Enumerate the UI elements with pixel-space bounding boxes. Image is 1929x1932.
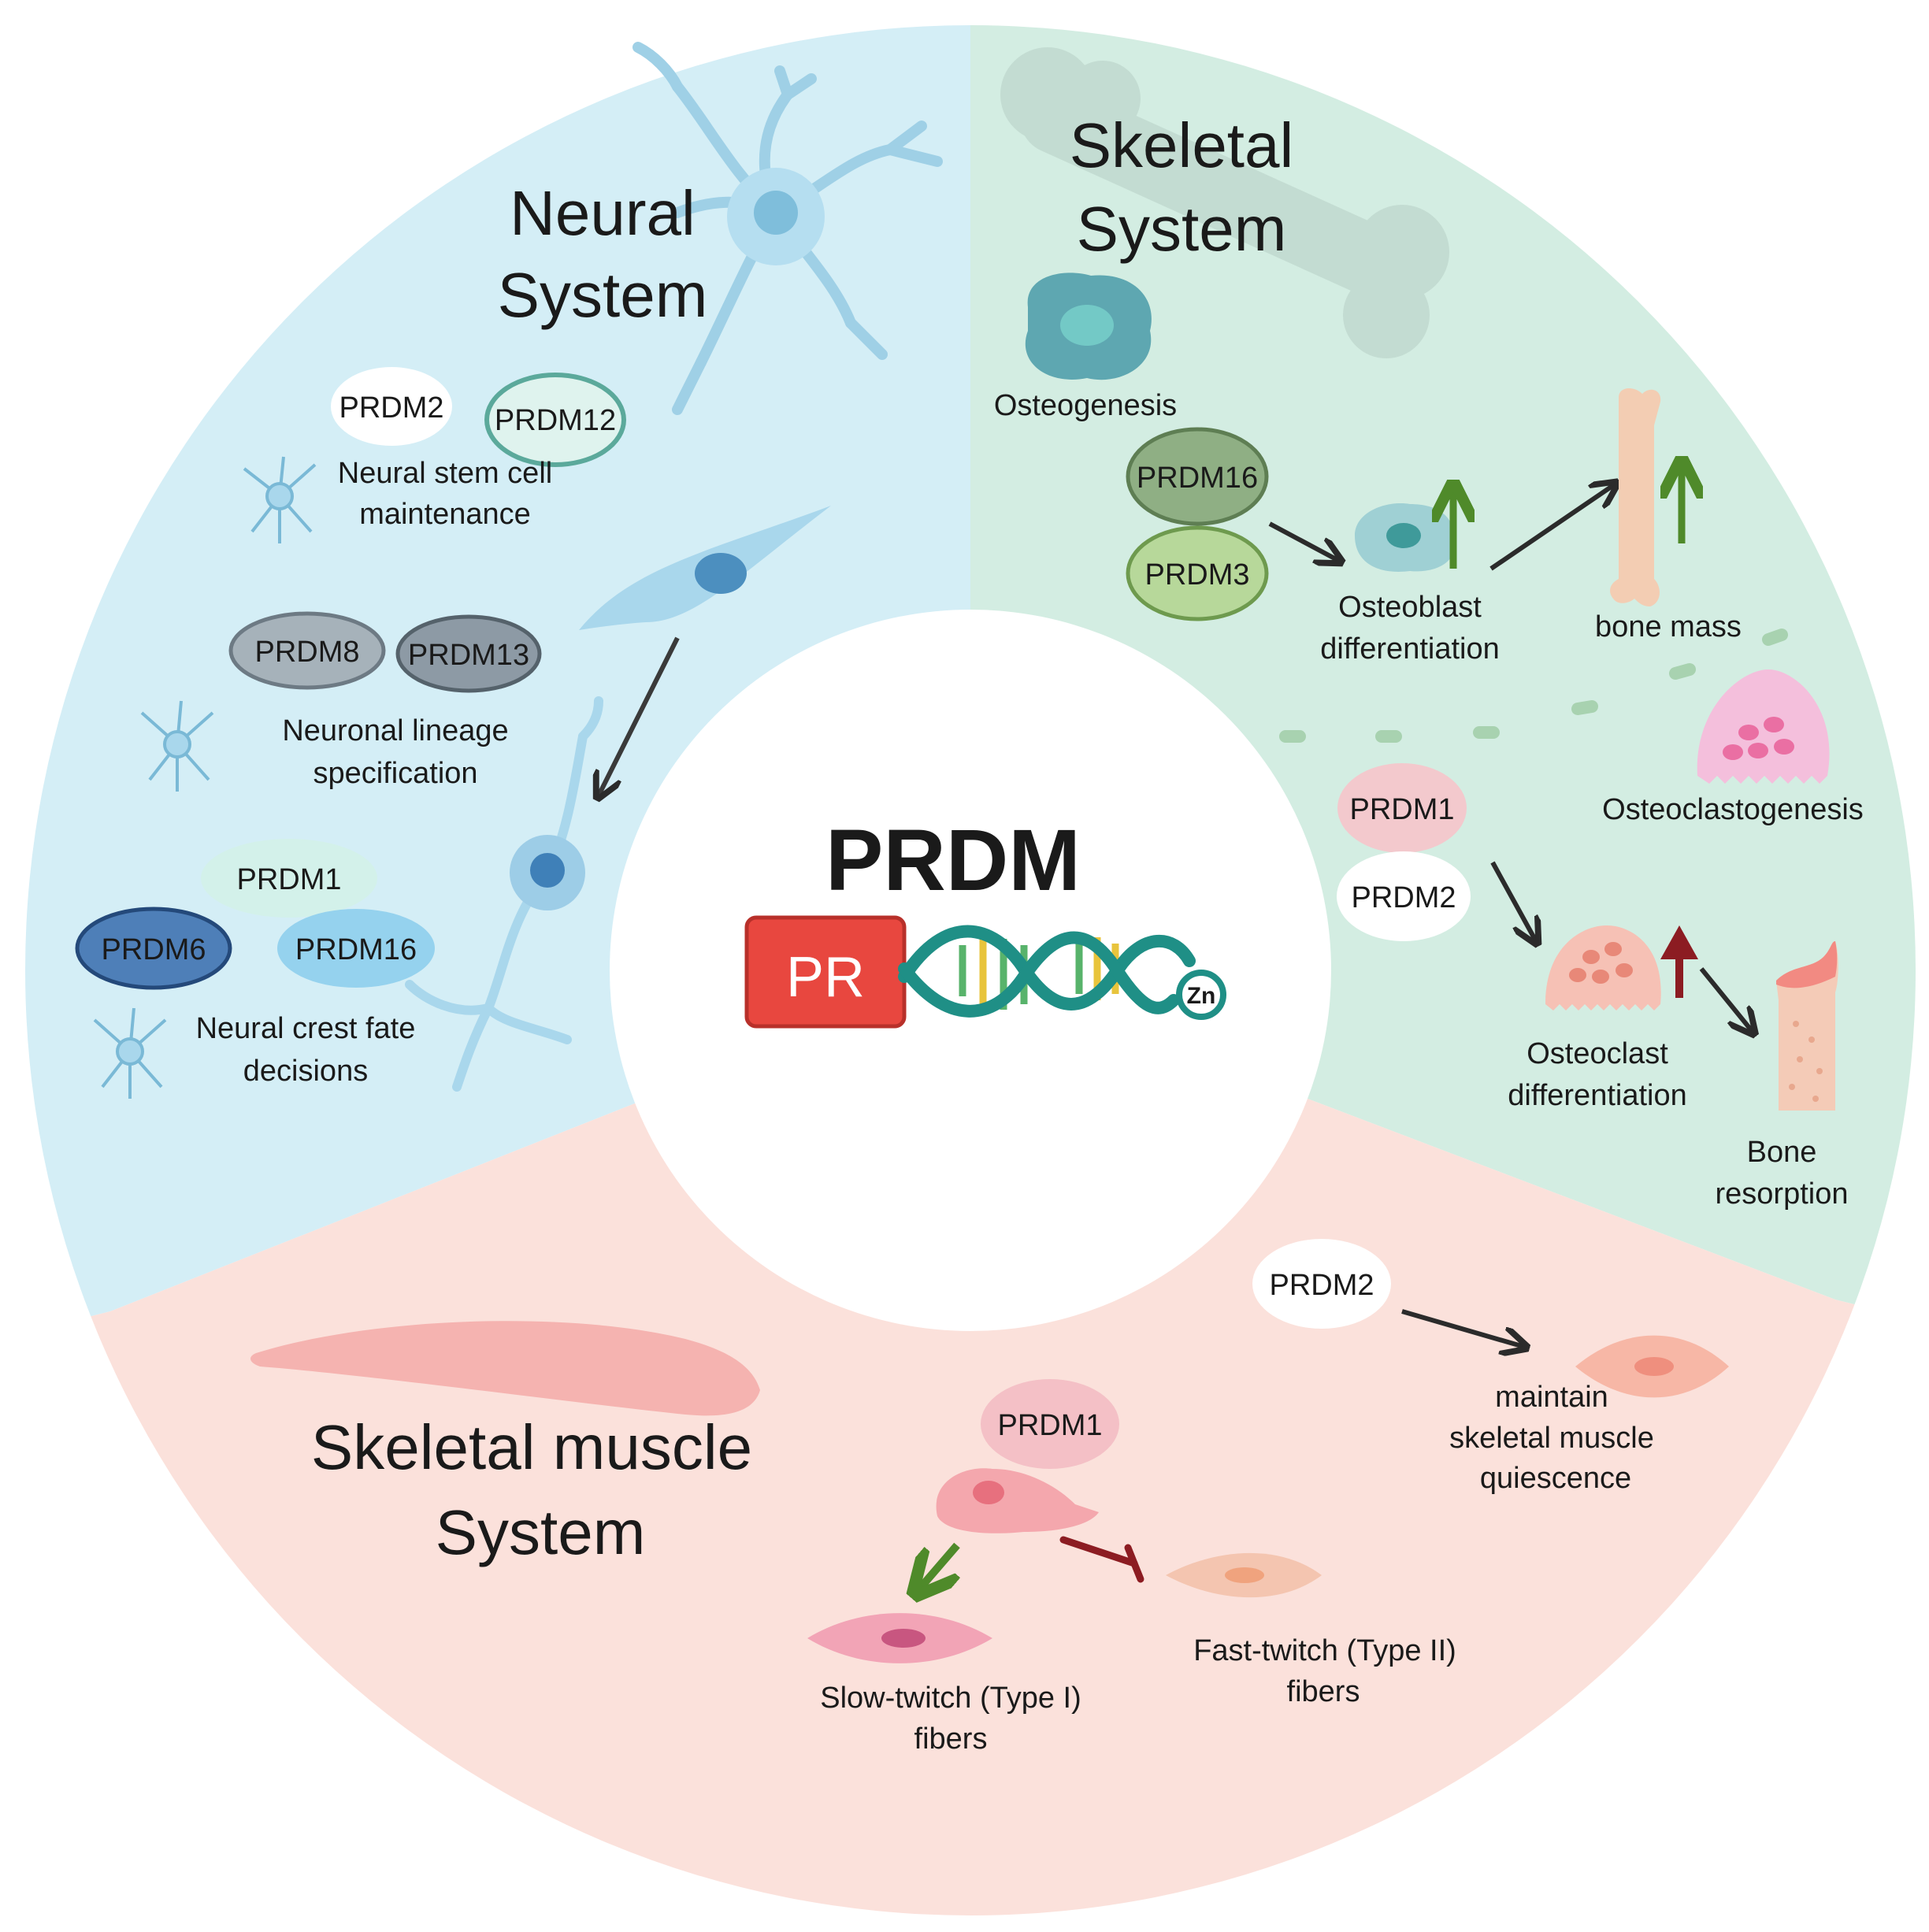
skeletal-title-line2: System: [1077, 194, 1287, 264]
neural-stem-label-line2: maintenance: [359, 498, 531, 531]
osteoblast-label-line1: Osteoblast: [1338, 591, 1482, 624]
osteoclast-label-line2: differentiation: [1508, 1079, 1686, 1112]
bipolar-cell-icon: [579, 506, 831, 630]
bone-mass-label: bone mass: [1595, 610, 1742, 643]
small-neuron-icon-3: [93, 1007, 167, 1099]
osteoblast-label-line2: differentiation: [1320, 632, 1499, 666]
fast-twitch-fiber-icon: [1166, 1552, 1322, 1598]
neural-crest-label-line2: decisions: [243, 1055, 368, 1088]
quiescent-muscle-cell-icon: [1575, 1335, 1729, 1398]
neuron-nucleus-small: [530, 853, 565, 888]
osteoclast-label-line1: Osteoclast: [1527, 1037, 1668, 1070]
bone-resorption-label-line1: Bone: [1747, 1136, 1817, 1169]
pill-neural-prdm8: PRDM8: [228, 611, 386, 690]
pill-neural-prdm12: PRDM12: [484, 373, 626, 467]
satellite-cell-icon: [936, 1468, 1099, 1533]
pill-skeletal-prdm2: PRDM2: [1337, 851, 1471, 941]
skeletal-title-line1: Skeletal: [1070, 110, 1294, 180]
center-title: PRDM: [825, 812, 1081, 909]
maintain-label-line2: skeletal muscle: [1449, 1422, 1654, 1455]
pill-muscle-prdm2: PRDM2: [1252, 1239, 1391, 1329]
osteoclast-cell-icon: [1545, 925, 1661, 1010]
small-neuron-icon-1: [243, 456, 317, 543]
prdm-to-osteoclast-arrow: [1490, 861, 1536, 941]
dna-helix-icon: [898, 925, 1196, 1018]
maintain-label-line3: quiescence: [1480, 1462, 1631, 1495]
zinc-label: Zn: [1187, 983, 1216, 1009]
muscle-title-line2: System: [436, 1497, 646, 1567]
osteoclastogenesis-label: Osteoclastogenesis: [1602, 793, 1864, 826]
osteogenesis-label: Osteogenesis: [994, 389, 1177, 422]
neural-title-line1: Neural: [510, 178, 696, 248]
pill-label: PRDM13: [408, 639, 529, 672]
prdm2-to-quiescent-arrow: [1401, 1309, 1524, 1347]
pill-neural-prdm2: PRDM2: [331, 367, 452, 446]
divider-dashes: [1279, 629, 1788, 743]
bone-mass-icon: [1610, 388, 1661, 606]
slow-twitch-label-line1: Slow-twitch (Type I): [820, 1682, 1081, 1715]
pill-neural-prdm1: PRDM1: [201, 839, 377, 918]
muscle-illustration-large: [250, 1321, 760, 1416]
osteoblast-to-bone-arrow: [1489, 484, 1615, 571]
center-circle: [610, 610, 1331, 1331]
pill-neural-prdm13: PRDM13: [395, 614, 542, 693]
pill-label: PRDM2: [1269, 1269, 1374, 1302]
inhibit-fast-arrow: [1059, 1536, 1144, 1583]
prdm-to-osteoblast-arrow: [1268, 521, 1339, 561]
bone-resorption-icon: [1776, 941, 1838, 1111]
pr-box-label: PR: [786, 946, 865, 1009]
osteoblast-cell-icon: [1355, 503, 1454, 572]
bone-illustration-large: [1000, 47, 1449, 358]
pill-label: PRDM6: [101, 933, 206, 966]
osteogenesis-cell-icon: [1025, 273, 1152, 380]
pill-skeletal-prdm1: PRDM1: [1337, 763, 1467, 853]
osteoclast-up-arrow: [1660, 925, 1698, 998]
neuron-nucleus-large: [754, 191, 798, 235]
fast-twitch-label-line1: Fast-twitch (Type II): [1193, 1634, 1456, 1667]
pill-muscle-prdm1: PRDM1: [981, 1379, 1119, 1469]
neural-title-line2: System: [498, 260, 708, 330]
pill-label: PRDM16: [295, 933, 417, 966]
pr-domain-box: PR: [744, 915, 907, 1029]
neural-crest-label-line1: Neural crest fate: [196, 1012, 416, 1045]
pill-label: PRDM2: [1351, 881, 1456, 914]
pill-neural-prdm16: PRDM16: [277, 909, 435, 988]
pill-skeletal-prdm3: PRDM3: [1126, 525, 1269, 621]
osteoclastogenesis-cell-icon: [1697, 669, 1830, 784]
pill-neural-prdm6: PRDM6: [75, 907, 232, 990]
pill-label: PRDM1: [236, 863, 341, 896]
pill-label: PRDM1: [1349, 793, 1454, 826]
muscle-title-line1: Skeletal muscle: [311, 1412, 752, 1482]
pill-label: PRDM2: [339, 391, 443, 425]
zinc-finger-icon: Zn: [1176, 970, 1226, 1020]
neuronal-lineage-label-line1: Neuronal lineage: [282, 714, 508, 747]
satellite-to-slow-arrow: [918, 1542, 957, 1591]
pill-label: PRDM8: [254, 636, 359, 669]
maintain-label-line1: maintain: [1495, 1381, 1608, 1414]
bipolar-to-neuron-arrow: [599, 636, 680, 795]
pill-label: PRDM16: [1137, 462, 1258, 495]
pill-label: PRDM3: [1144, 558, 1249, 591]
neuronal-lineage-label-line2: specification: [313, 757, 477, 790]
pill-skeletal-prdm16: PRDM16: [1126, 427, 1269, 526]
slow-twitch-fiber-icon: [807, 1613, 992, 1663]
slow-twitch-label-line2: fibers: [914, 1722, 988, 1756]
pill-label: PRDM1: [997, 1409, 1102, 1442]
neural-stem-label-line1: Neural stem cell: [338, 457, 552, 490]
osteoclast-to-resorption-arrow: [1699, 967, 1753, 1032]
fast-twitch-label-line2: fibers: [1287, 1675, 1360, 1708]
bone-resorption-label-line2: resorption: [1716, 1177, 1849, 1211]
muscle-sector: [25, 970, 1916, 1915]
pill-label: PRDM12: [495, 404, 616, 437]
small-neuron-icon-2: [140, 700, 214, 792]
